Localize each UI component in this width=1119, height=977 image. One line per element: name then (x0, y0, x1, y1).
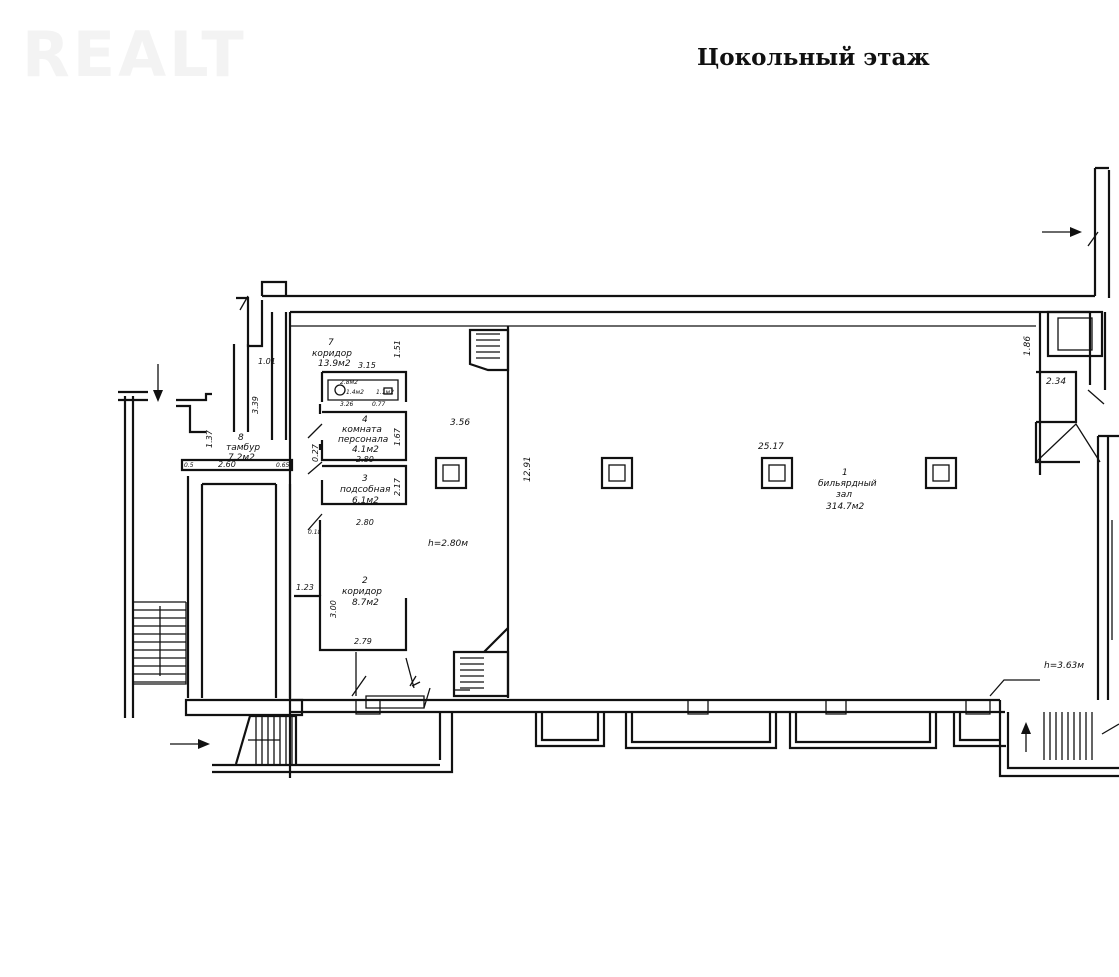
outer-walls (118, 166, 1111, 778)
room-2-name: коридор (342, 587, 382, 597)
dimension-d3: 12.91 (523, 456, 533, 482)
windows (355, 699, 1006, 750)
dimension-d20: 1.23 (296, 583, 314, 592)
dimension-d13: 1.51 (393, 340, 402, 358)
dimension-d11: 0.65 (276, 462, 290, 469)
room-7-area: 13.9м2 (318, 359, 351, 369)
watermark: REALT (22, 18, 247, 91)
dimension-d15: 2.80 (356, 455, 374, 464)
right-wing (989, 231, 1119, 778)
dimension-d19: 0.18 (308, 529, 322, 536)
room-1-area: 314.7м2 (826, 502, 865, 512)
dimension-d14: 1.67 (393, 427, 402, 446)
dimension-d5: 2.34 (1046, 377, 1066, 387)
room-1-name: бильярдный (818, 479, 877, 489)
dimension-d6: 1.01 (258, 357, 276, 366)
room-3-number: 3 (362, 474, 368, 484)
dimension-d21: 3.00 (329, 600, 338, 618)
hall-columns (434, 456, 958, 490)
room-2-number: 2 (362, 576, 368, 586)
dimension-d1: 3.56 (450, 418, 470, 428)
wc-label-c: 1.1м2 (376, 389, 394, 396)
wc-label-b: 1.4м2 (346, 389, 364, 396)
room-8-area: 7.2м2 (228, 453, 255, 463)
dimension-d7: 3.39 (251, 396, 260, 414)
page-title: Цокольный этаж (697, 44, 930, 71)
room-2-area: 8.7м2 (352, 598, 379, 608)
room-7-name: коридор (312, 349, 352, 359)
service-rooms (294, 370, 431, 709)
room-1-name2: зал (836, 490, 852, 500)
dimension-labels: 3.56 25.17 12.91 1.86 2.34 1.01 3.39 1.3… (184, 336, 1066, 646)
room-4-name: комната (342, 425, 382, 435)
dimension-d23: 3.26 (340, 401, 354, 408)
dimension-d22: 2.79 (354, 637, 372, 646)
dimension-d8: 1.37 (205, 429, 214, 448)
room-4-name2: персонала (338, 435, 388, 445)
dimension-d24: 0.77 (372, 401, 386, 408)
room-4-number: 4 (362, 415, 368, 425)
corridor-stairs (452, 328, 510, 698)
entrance-arrows (153, 227, 1082, 752)
room-3-name: подсобная (340, 485, 391, 495)
dimension-d17: 2.80 (356, 518, 374, 527)
room-7-number: 7 (328, 338, 334, 348)
room-labels: 1 бильярдный зал 314.7м2 2 коридор 8.7м2… (226, 338, 1084, 671)
room-1-number: 1 (842, 468, 848, 478)
room-8-name: тамбур (226, 443, 260, 453)
dimension-d16: 2.17 (393, 477, 402, 496)
wc-label-a: 2.8м2 (340, 379, 358, 386)
dimension-d4: 1.86 (1023, 336, 1033, 356)
room-4-area: 4.1м2 (352, 445, 379, 455)
room-8-number: 8 (238, 433, 244, 443)
dimension-d18: 0.27 (311, 443, 320, 462)
hall-height: h=3.63м (1044, 661, 1084, 671)
dimension-d12: 3.15 (358, 361, 376, 370)
basement-height: h=2.80м (428, 539, 468, 549)
dimension-d10: 0.5 (184, 462, 194, 469)
dimension-d9: 2.60 (218, 460, 236, 469)
dimension-d2: 25.17 (758, 442, 784, 452)
room-3-area: 6.1м2 (352, 496, 379, 506)
